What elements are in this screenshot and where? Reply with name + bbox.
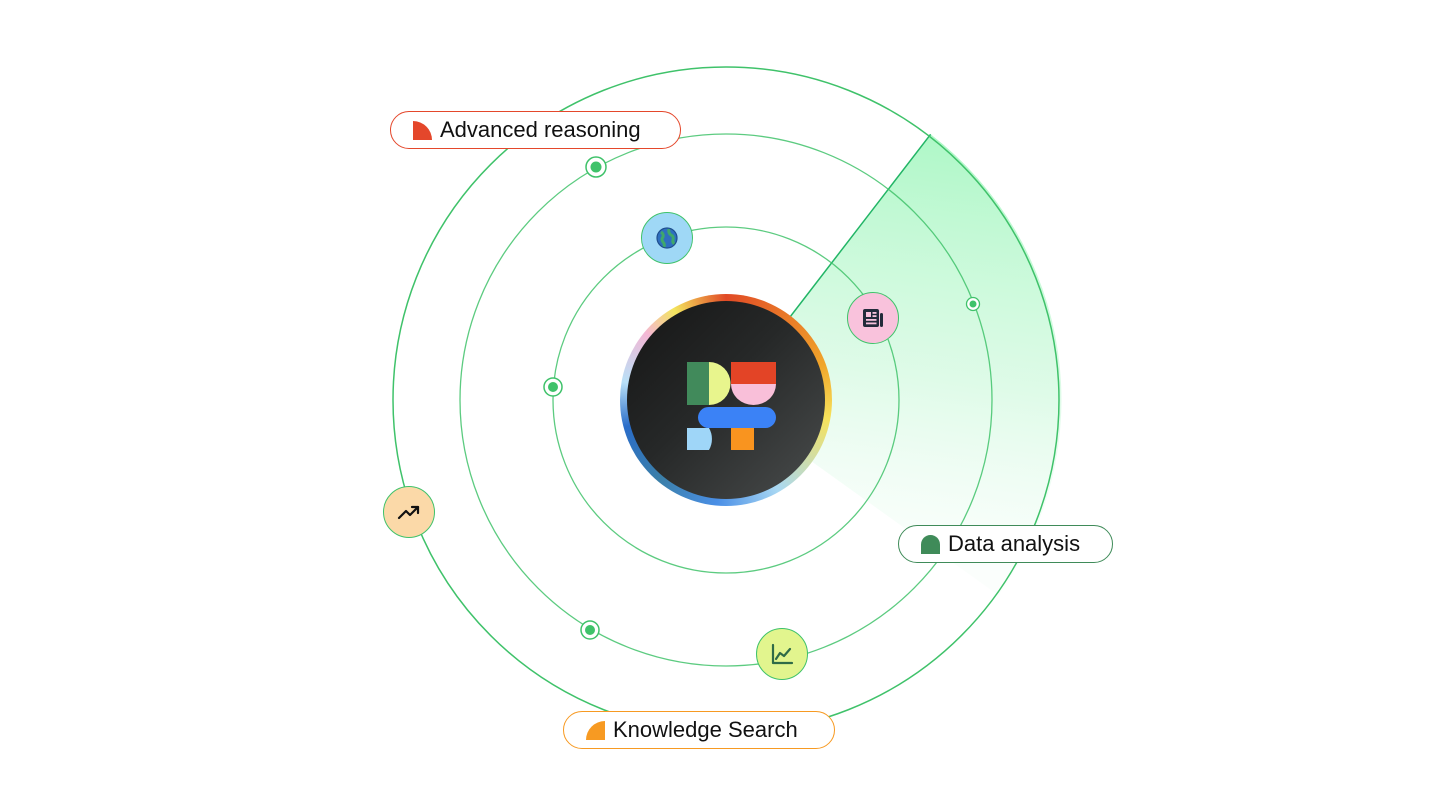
- orbit-dot: [580, 620, 600, 640]
- trending-node[interactable]: [383, 486, 435, 538]
- orbit-dot: [965, 296, 981, 312]
- quarter-circle-icon: [413, 120, 432, 140]
- hub-face: [627, 301, 825, 499]
- arch-icon: [921, 534, 940, 554]
- dust-logo: [687, 362, 776, 450]
- orbit-inner: [552, 226, 900, 574]
- line-chart-icon: [771, 643, 794, 665]
- orbit-dot: [543, 377, 563, 397]
- orbit-middle: [459, 133, 993, 667]
- center-hub: [620, 294, 832, 506]
- trending-up-icon: [397, 505, 420, 520]
- knowledge-search-label[interactable]: Knowledge Search: [563, 711, 835, 749]
- newspaper-node[interactable]: [847, 292, 899, 344]
- advanced-reasoning-label[interactable]: Advanced reasoning: [390, 111, 681, 149]
- globe-node[interactable]: [641, 212, 693, 264]
- knowledge-search-text: Knowledge Search: [613, 717, 798, 742]
- quarter-circle-icon: [586, 720, 605, 740]
- globe-icon: [656, 227, 678, 249]
- scan-beam-edge: [789, 133, 932, 318]
- data-analysis-label[interactable]: Data analysis: [898, 525, 1113, 563]
- data-analysis-text: Data analysis: [948, 531, 1081, 556]
- advanced-reasoning-text: Advanced reasoning: [440, 117, 641, 142]
- newspaper-icon: [863, 309, 883, 327]
- scan-beam: [726, 134, 1062, 596]
- line-chart-node[interactable]: [756, 628, 808, 680]
- orbit-dot: [585, 156, 607, 178]
